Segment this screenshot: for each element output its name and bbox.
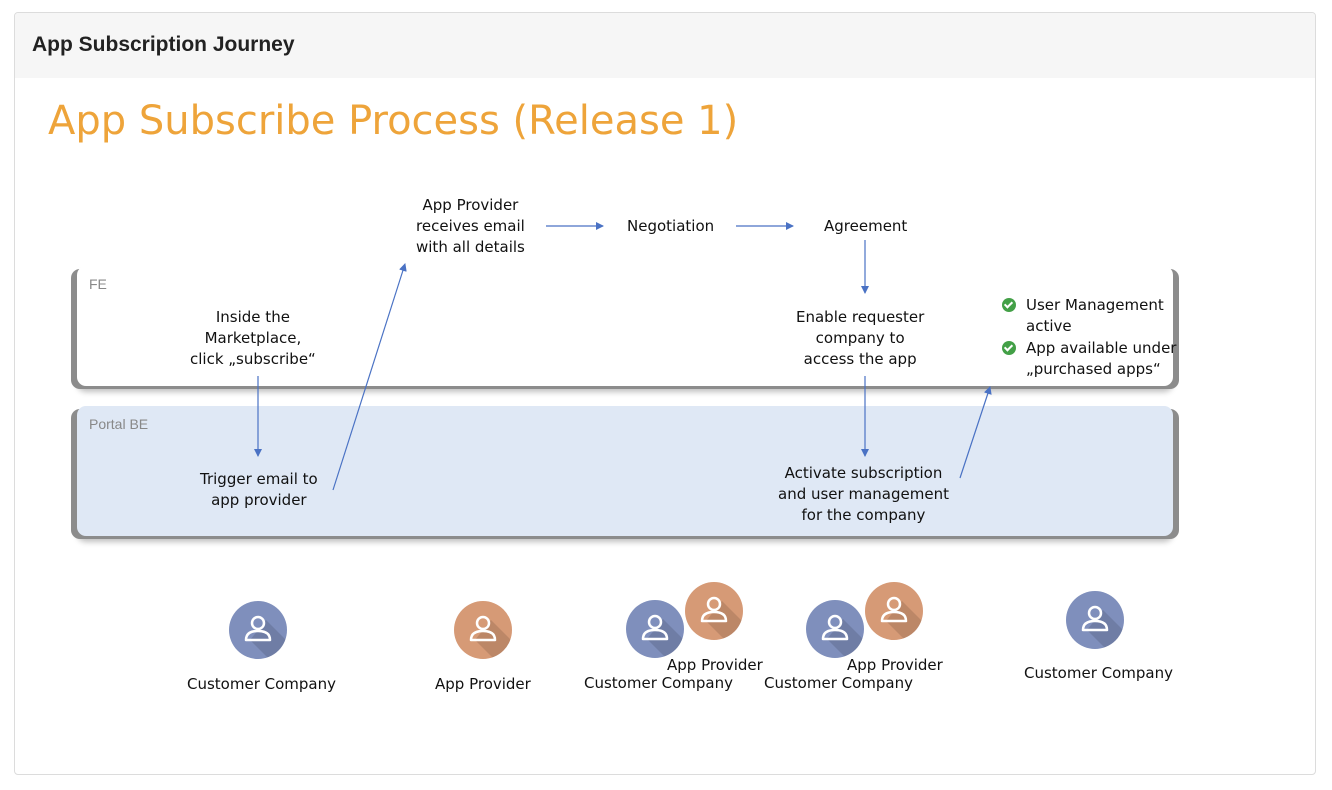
check-icon [1002, 341, 1016, 355]
step-trigger-email: Trigger email to app provider [200, 469, 318, 511]
step-line: Marketplace, [204, 329, 302, 347]
provider-avatar-icon [865, 582, 923, 640]
actor-label: App Provider [847, 656, 943, 674]
card-header: App Subscription Journey [15, 13, 1315, 78]
step-line: Activate subscription [784, 464, 943, 482]
outcome-user-management: User Management active [1026, 295, 1164, 337]
card-title: App Subscription Journey [32, 33, 295, 56]
actor-label: App Provider [667, 656, 763, 674]
provider-avatar-icon [685, 582, 743, 640]
step-line: Trigger email to [200, 470, 318, 488]
arrow-activate-to-outcome [959, 386, 992, 479]
step-line: company to [815, 329, 905, 347]
step-line: Enable requester [796, 308, 925, 326]
step-line: for the company [801, 506, 926, 524]
provider-avatar-icon [454, 601, 512, 659]
lane-portal-be: Portal BE [77, 406, 1173, 536]
step-enable-requester: Enable requester company to access the a… [796, 307, 924, 370]
step-line: click „subscribe“ [190, 350, 316, 368]
actor-label: App Provider [435, 675, 531, 693]
actor-label: Customer Company [187, 675, 336, 693]
step-line: with all details [416, 238, 525, 256]
lane-be-label: Portal BE [89, 416, 149, 432]
arrow-trigger-to-provider [332, 263, 407, 491]
customer-avatar-icon [229, 601, 287, 659]
step-agreement: Agreement [824, 217, 908, 235]
outcome-app-available: App available under „purchased apps“ [1026, 338, 1176, 380]
step-line: access the app [803, 350, 917, 368]
step-provider-receives: App Provider receives email with all det… [416, 195, 525, 258]
outcome-line: active [1026, 317, 1072, 335]
step-negotiation: Negotiation [627, 217, 715, 235]
step-line: receives email [416, 217, 525, 235]
diagram-title: App Subscribe Process (Release 1) [48, 98, 739, 144]
lane-fe-label: FE [89, 276, 107, 292]
outcome-line: User Management [1026, 296, 1164, 314]
outcome-line: App available under [1026, 339, 1177, 357]
step-line: and user management [778, 485, 949, 503]
step-line: App Provider [422, 196, 519, 214]
actor-label: Customer Company [584, 674, 733, 692]
customer-avatar-icon [1066, 591, 1124, 649]
customer-avatar-icon [806, 600, 864, 658]
outcome-line: „purchased apps“ [1026, 360, 1161, 378]
step-activate-subscription: Activate subscription and user managemen… [778, 463, 949, 526]
step-inside-marketplace: Inside the Marketplace, click „subscribe… [190, 307, 316, 370]
step-line: app provider [211, 491, 307, 509]
customer-avatar-icon [626, 600, 684, 658]
actor-label: Customer Company [764, 674, 913, 692]
lane-fe: FE [77, 266, 1173, 386]
check-icon [1002, 298, 1016, 312]
step-line: Inside the [215, 308, 290, 326]
actor-label: Customer Company [1024, 664, 1173, 682]
